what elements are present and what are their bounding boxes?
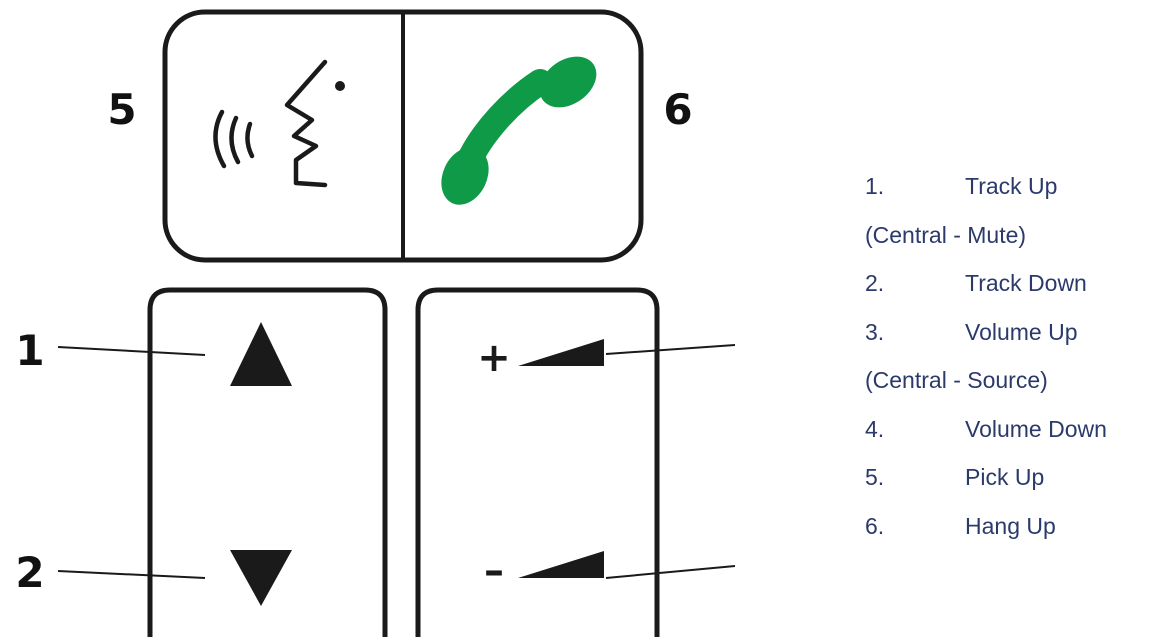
leader-line-4 (605, 565, 736, 579)
track-down-button[interactable] (230, 550, 292, 606)
legend-label: Track Down (965, 270, 1087, 296)
phone-button[interactable] (405, 15, 638, 257)
voice-command-icon-eye (335, 81, 345, 91)
legend-item-track-up: 1. Track Up (865, 162, 1107, 211)
leader-lines (57, 344, 736, 579)
volume-down-button[interactable]: – (484, 548, 604, 594)
top-button-panel (162, 9, 644, 263)
voice-command-button[interactable] (168, 15, 401, 257)
track-up-button[interactable] (230, 322, 292, 386)
volume-up-button[interactable]: + (477, 335, 604, 381)
legend-item-pick-up: 5. Pick Up (865, 453, 1107, 502)
legend-number: 2. (865, 270, 885, 296)
track-up-icon (230, 322, 292, 386)
legend-note-source: (Central - Source) (865, 356, 1107, 405)
legend-number: 1. (865, 173, 885, 199)
legend-item-volume-up: 3. Volume Up (865, 308, 1107, 357)
legend-number: 5. (865, 464, 885, 490)
volume-button-panel (415, 287, 660, 637)
legend-note: (Central - Source) (865, 367, 1048, 393)
callout-6: 6 (663, 85, 692, 134)
legend-note-mute: (Central - Mute) (865, 211, 1107, 260)
steering-controls-diagram: + – 5 6 1 2 3 4 (15, 9, 736, 637)
legend-number: 4. (865, 415, 885, 442)
leader-line-2 (57, 570, 206, 579)
track-down-icon (230, 550, 292, 606)
volume-up-sign: + (477, 335, 511, 381)
legend-number: 3. (865, 318, 885, 345)
volume-up-icon (518, 339, 604, 366)
legend-number: 6. (865, 512, 885, 539)
callout-1: 1 (15, 326, 44, 375)
volume-down-sign: – (484, 548, 504, 594)
voice-command-icon (213, 59, 328, 188)
legend-label: Pick Up (965, 464, 1045, 490)
button-legend: 1. Track Up (Central - Mute) 2. Track Down… (865, 162, 1107, 550)
legend-label: Volume Up (965, 318, 1078, 345)
legend-label: Track Up (965, 173, 1058, 199)
legend-item-hang-up: 6. Hang Up (865, 502, 1107, 551)
leader-line-3 (605, 344, 736, 355)
volume-down-icon (518, 551, 604, 578)
legend-label: Hang Up (965, 512, 1056, 539)
phone-handset-icon (441, 56, 597, 205)
callout-2: 2 (15, 548, 44, 597)
legend-note: (Central - Mute) (865, 221, 1027, 248)
leader-line-1 (57, 346, 206, 356)
legend-item-volume-down: 4. Volume Down (865, 405, 1107, 454)
callout-5: 5 (107, 85, 136, 134)
legend-label: Volume Down (965, 415, 1107, 442)
legend-item-track-down: 2. Track Down (865, 259, 1107, 308)
track-button-panel (147, 287, 388, 637)
